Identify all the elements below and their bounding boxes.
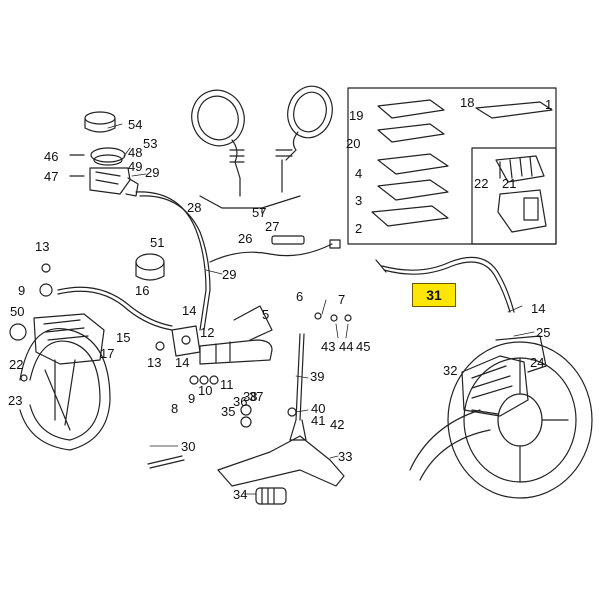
part-label-29-mid: 29 — [222, 267, 237, 282]
part-label-2: 2 — [355, 221, 363, 236]
part-label-26: 26 — [238, 231, 253, 246]
brake-pads — [495, 155, 547, 233]
hose-15 — [57, 286, 173, 327]
part-label-44: 44 — [339, 339, 354, 354]
part-label-30: 30 — [181, 439, 196, 454]
part-label-25: 25 — [536, 325, 551, 340]
part-label-6: 6 — [296, 289, 304, 304]
part-label-51: 51 — [150, 235, 165, 250]
part-label-4: 4 — [355, 166, 363, 181]
part-label-14-right: 14 — [531, 301, 546, 316]
spring-30 — [147, 455, 183, 465]
part-label-12: 12 — [200, 325, 215, 340]
leader-lines — [107, 123, 535, 495]
pad-detail-box — [471, 147, 557, 245]
part-label-1: 1 — [545, 97, 553, 112]
part-label-54: 54 — [128, 117, 143, 132]
part-label-43: 43 — [321, 339, 336, 354]
part-label-24: 24 — [530, 355, 545, 370]
part-label-9-left: 9 — [18, 283, 26, 298]
hose-28 — [135, 191, 207, 331]
part-label-9-mid: 9 — [188, 391, 196, 406]
mirror-left — [191, 89, 245, 197]
part-label-57: 57 — [252, 205, 267, 220]
part-label-49: 49 — [128, 159, 143, 174]
brake-disc-rear — [409, 341, 593, 499]
part-label-5: 5 — [262, 307, 270, 322]
footpeg-34 — [255, 487, 287, 505]
part-label-48: 48 — [128, 145, 143, 160]
part-label-47: 47 — [44, 169, 59, 184]
junction-block — [171, 325, 201, 357]
part-label-11: 11 — [220, 377, 234, 392]
washers — [20, 263, 352, 428]
part-label-14-mid: 14 — [182, 303, 197, 318]
part-51 — [135, 253, 165, 281]
bracket-57 — [199, 195, 301, 209]
caliper-front — [9, 313, 105, 365]
part-label-3: 3 — [355, 193, 363, 208]
part-label-42: 42 — [330, 417, 345, 432]
master-cylinder-rear — [69, 111, 139, 197]
part-label-45: 45 — [356, 339, 371, 354]
part-label-53: 53 — [143, 136, 158, 151]
part-label-21: 21 — [502, 176, 517, 191]
part-label-10: 10 — [198, 383, 213, 398]
part-label-39: 39 — [310, 369, 325, 384]
highlighted-part-31[interactable]: 31 — [412, 283, 456, 307]
part-label-28: 28 — [187, 200, 202, 215]
mirror-right — [275, 85, 333, 193]
brake-disc-front — [19, 328, 111, 451]
part-label-13-top: 13 — [35, 239, 50, 254]
sensor-wire-26 — [209, 243, 333, 263]
part-label-36: 36 — [233, 394, 248, 409]
caliper-rear — [461, 335, 547, 417]
part-label-40: 40 — [311, 401, 326, 416]
part-label-7: 7 — [338, 292, 346, 307]
part-label-46: 46 — [44, 149, 59, 164]
part-label-22-pads: 22 — [474, 176, 489, 191]
part-label-34: 34 — [233, 487, 248, 502]
part-label-32: 32 — [443, 363, 458, 378]
part-label-13-bottom: 13 — [147, 355, 162, 370]
master-cylinder-front — [199, 305, 273, 365]
part-label-27: 27 — [265, 219, 280, 234]
part-label-17: 17 — [100, 346, 115, 361]
brake-pedal — [217, 435, 345, 487]
part-label-22-left: 22 — [9, 357, 24, 372]
shims — [371, 99, 553, 227]
part-label-15: 15 — [116, 330, 131, 345]
hose-31 — [381, 256, 515, 313]
part-label-23: 23 — [8, 393, 23, 408]
part-label-37: 37 — [249, 389, 264, 404]
part-label-20: 20 — [346, 136, 361, 151]
part-label-33: 33 — [338, 449, 353, 464]
pad-kit-box — [347, 87, 557, 245]
rod-39 — [295, 333, 301, 421]
part-label-41: 41 — [311, 413, 326, 428]
part-label-38: 38 — [243, 389, 258, 404]
part-label-35: 35 — [221, 404, 236, 419]
part-label-14-bottom: 14 — [175, 355, 190, 370]
part-label-19: 19 — [349, 108, 364, 123]
part-label-8: 8 — [171, 401, 179, 416]
part-label-29-top: 29 — [145, 165, 160, 180]
part-label-50: 50 — [10, 304, 25, 319]
part-label-18: 18 — [460, 95, 475, 110]
part-label-16: 16 — [135, 283, 150, 298]
